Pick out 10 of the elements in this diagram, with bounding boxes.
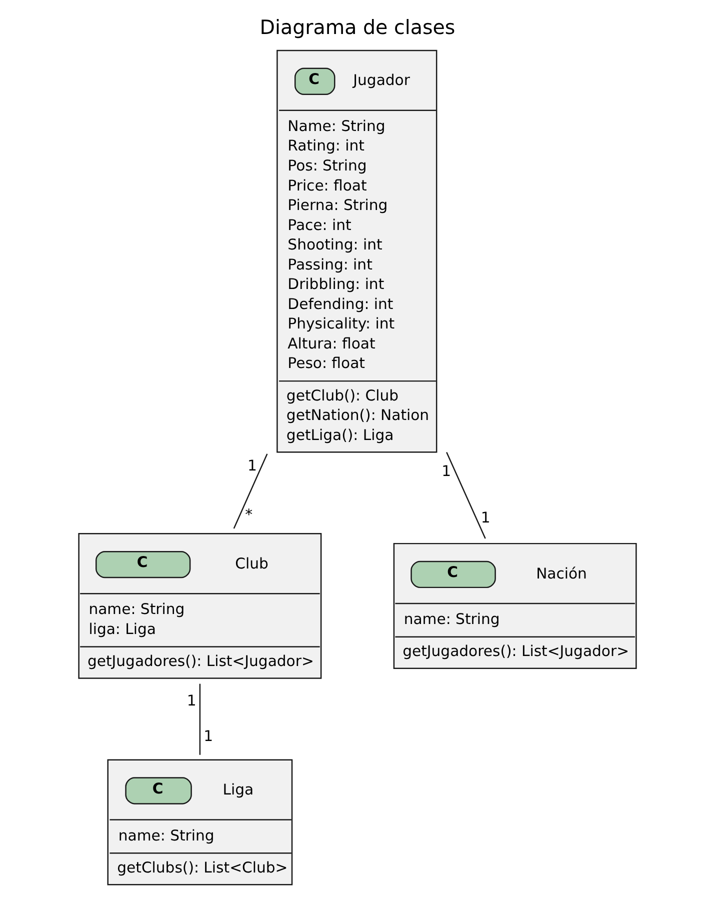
node-label: * (245, 506, 253, 524)
node-label: 1 (204, 728, 214, 745)
node-label: 1 (248, 458, 257, 475)
diagram-title: Diagrama de clases (260, 16, 456, 40)
connector (446, 452, 486, 539)
connector (233, 454, 268, 529)
node-label: 1 (186, 692, 196, 710)
connector (199, 684, 201, 755)
node-label: 1 (442, 462, 452, 480)
node-label: 1 (480, 510, 490, 527)
